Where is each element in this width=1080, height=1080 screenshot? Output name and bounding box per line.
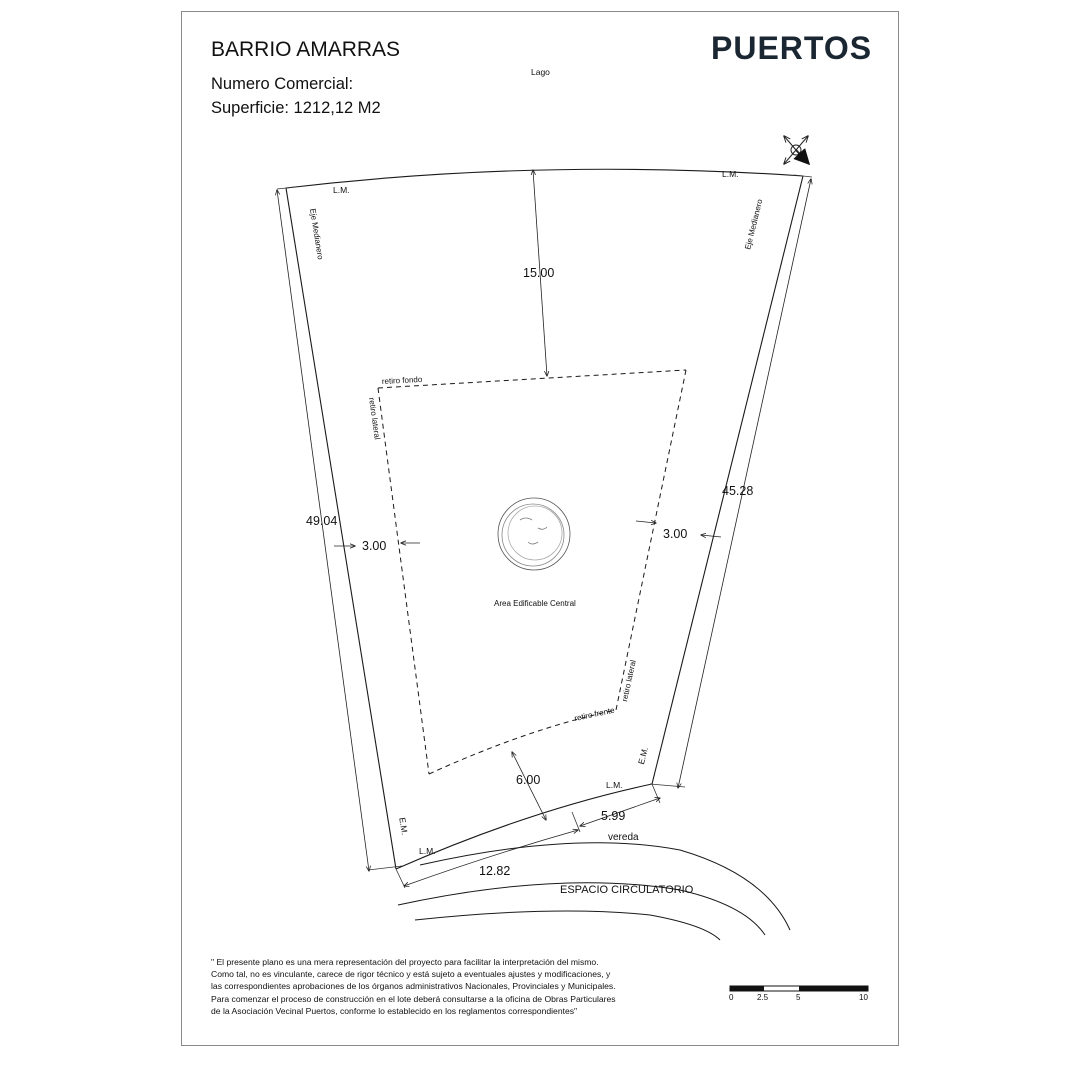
- em-label: E.M.: [397, 817, 410, 836]
- espacio-circulatorio-label: ESPACIO CIRCULATORIO: [560, 884, 694, 896]
- buildable-area: [377, 369, 687, 775]
- retiro-lateral-label: retiro lateral: [367, 397, 382, 440]
- lm-label: L.M.: [722, 169, 739, 179]
- disclaimer-text: " El presente plano es una mera represen…: [211, 956, 691, 1017]
- disclaimer-line: " El presente plano es una mera represen…: [211, 957, 599, 967]
- lm-label: L.M.: [333, 185, 350, 195]
- lm-label: L.M.: [419, 846, 436, 856]
- eje-medianero-label: Eje Medianero: [308, 208, 325, 261]
- retiro-fondo-label: retiro fondo: [382, 375, 423, 386]
- lake-label: Lago: [531, 67, 550, 77]
- scale-tick: 2.5: [757, 993, 769, 1002]
- page-title: BARRIO AMARRAS: [211, 38, 401, 61]
- tree-symbol: [497, 497, 571, 571]
- disclaimer-line: Como tal, no es vinculante, carece de ri…: [211, 969, 611, 980]
- puertos-logo: PUERTOS: [711, 30, 873, 66]
- area-edificable-label: Area Edificable Central: [494, 599, 576, 608]
- scale-tick: 5: [796, 993, 801, 1002]
- dim-front-setback: 6.00: [516, 773, 540, 787]
- retiro-frente-label: retiro frente: [574, 706, 616, 723]
- numero-comercial-label: Numero Comercial:: [211, 75, 354, 93]
- retiro-lateral-label: retiro lateral: [620, 659, 638, 702]
- dim-left-side: 49.04: [306, 514, 337, 528]
- compass-icon: [784, 136, 811, 164]
- em-label: E.M.: [636, 746, 650, 765]
- dim-right-setback: 3.00: [663, 527, 687, 541]
- dim-rear-setback: 15.00: [523, 266, 554, 280]
- eje-medianero-label: Eje Medianero: [743, 198, 764, 251]
- disclaimer-line: de la Asociación Vecinal Puertos, confor…: [211, 1005, 578, 1016]
- scale-bar: 0 2.5 5 10: [729, 985, 869, 1002]
- dim-front-right: 5.99: [601, 809, 625, 823]
- superficie-label: Superficie: 1212,12 M2: [211, 99, 381, 117]
- disclaimer-line: Para comenzar el proceso de construcción…: [211, 993, 616, 1004]
- dim-right-side: 45.28: [722, 484, 753, 498]
- scale-tick: 10: [859, 993, 868, 1002]
- lm-label: L.M.: [606, 780, 623, 790]
- dim-left-setback: 3.00: [362, 539, 386, 553]
- scale-tick: 0: [729, 993, 734, 1002]
- vereda-label: vereda: [608, 832, 639, 843]
- dim-front-left: 12.82: [479, 864, 510, 878]
- dimension-lines: [277, 170, 811, 886]
- disclaimer-line: las correspondientes aprobaciones de los…: [211, 981, 616, 992]
- circulation-space: [397, 842, 791, 941]
